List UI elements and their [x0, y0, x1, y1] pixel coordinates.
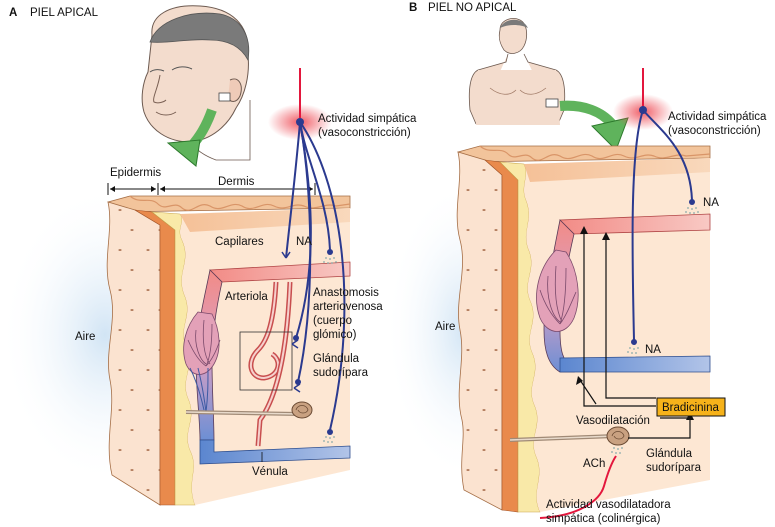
gland-label-a-1: Glándula	[313, 353, 360, 365]
dimension-markers	[107, 183, 316, 195]
sympathetic-label-a-2: (vasoconstricción)	[318, 127, 411, 139]
green-arrow-b-shaft	[559, 100, 616, 128]
capilares-label: Capilares	[215, 236, 264, 248]
green-arrow-b-head	[591, 117, 629, 151]
vasodilatacion-label: Vasodilatación	[576, 415, 650, 427]
na-release-dots-a	[323, 257, 337, 443]
gland-label-b-1: Glándula	[646, 448, 693, 460]
sympathetic-label-a-1: Actividad simpática	[318, 113, 417, 125]
panel-a-letter: A	[9, 7, 17, 19]
panel-b-title: PIEL NO APICAL	[428, 2, 517, 14]
air-label-a: Aire	[75, 331, 95, 343]
vasodilator-label-2: simpática (colinérgica)	[546, 513, 661, 525]
anastomosis-label-1: Anastomosis	[313, 287, 379, 299]
na-label-a: NA	[296, 236, 312, 248]
sympathetic-label-b-1: Actividad simpática	[668, 111, 767, 123]
skin-sample-marker-b	[545, 98, 559, 108]
panel-b-letter: B	[409, 2, 417, 14]
arteriola-label: Arteriola	[225, 291, 268, 303]
panel-b: B PIEL NO APICAL Aire	[385, 2, 767, 525]
nerves-a	[268, 68, 346, 443]
dermis-label: Dermis	[218, 176, 255, 188]
na-label-b-mid: NA	[645, 344, 661, 356]
torso-illustration	[468, 18, 566, 125]
na-release-dots-b	[611, 207, 699, 454]
bradicinina-box	[656, 397, 726, 417]
sweat-gland-b	[606, 426, 630, 446]
gland-label-b-2: sudorípara	[646, 462, 702, 474]
skin-sample-marker	[218, 92, 231, 102]
glomus-inset-box	[239, 331, 293, 391]
panel-a: A PIEL APICAL Aire Epidermis	[0, 5, 417, 506]
nerves-b	[539, 68, 699, 519]
anastomosis-label-3: (cuerpo	[313, 315, 352, 327]
bradicinina-label: Bradicinina	[662, 402, 719, 414]
anastomosis-label-4: glómico)	[313, 329, 357, 341]
venula-label: Vénula	[252, 466, 288, 478]
air-label-b: Aire	[435, 321, 455, 333]
vasodilator-label-1: Actividad vasodilatadora	[546, 499, 671, 511]
ach-label: ACh	[583, 458, 605, 470]
arrow-heads	[576, 226, 694, 420]
na-label-b-top: NA	[703, 197, 719, 209]
anastomosis-label-2: arteriovenosa	[313, 301, 383, 313]
vessels-a	[183, 261, 351, 465]
epidermis-label: Epidermis	[110, 167, 161, 179]
sweat-gland-a	[291, 401, 313, 419]
vasodilation-arrows	[579, 230, 691, 439]
panel-a-title: PIEL APICAL	[30, 7, 99, 19]
green-arrow-a-head	[166, 139, 201, 167]
sympathetic-label-b-2: (vasoconstricción)	[668, 125, 761, 137]
gland-label-a-2: sudorípara	[313, 367, 369, 379]
face-illustration	[141, 5, 251, 161]
vasodilator-nerve	[539, 455, 617, 519]
vessels-b	[509, 213, 711, 446]
